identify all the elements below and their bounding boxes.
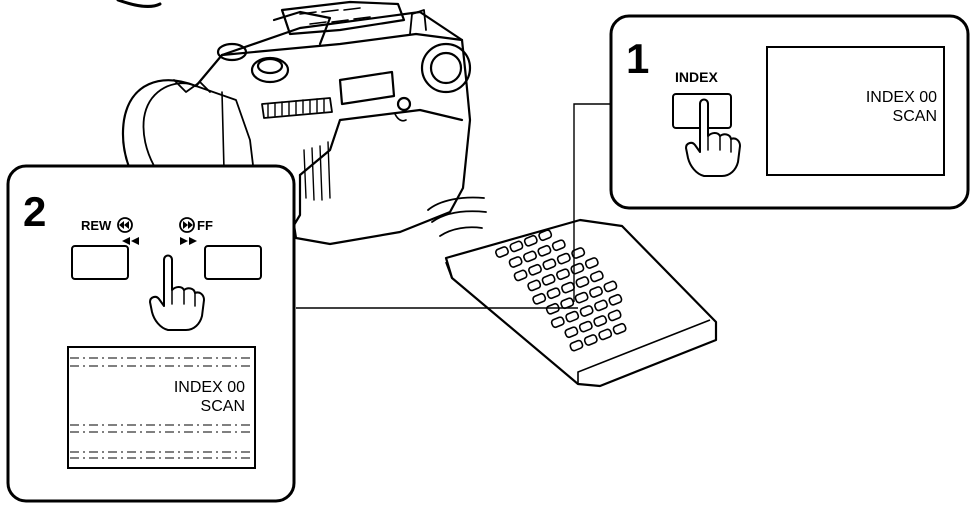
step2-screen-line2: SCAN: [201, 398, 245, 415]
remote-control: [446, 220, 716, 386]
step1-number: 1: [626, 35, 649, 82]
step2-number: 2: [23, 188, 46, 235]
step2-panel: 2 REW FF: [8, 166, 294, 501]
step1-panel: 1 INDEX INDEX 00 SCAN: [611, 16, 968, 208]
step1-screen-line2: SCAN: [893, 108, 937, 125]
rew-button[interactable]: [72, 246, 128, 279]
fast-forward-icon: [180, 218, 194, 232]
step1-index-label: INDEX: [675, 69, 718, 85]
rewind-icon: [118, 218, 132, 232]
step1-screen-line1: INDEX 00: [866, 89, 937, 106]
ff-button[interactable]: [205, 246, 261, 279]
rew-label: REW: [81, 218, 112, 233]
step2-screen-line1: INDEX 00: [174, 379, 245, 396]
ff-label: FF: [197, 218, 213, 233]
